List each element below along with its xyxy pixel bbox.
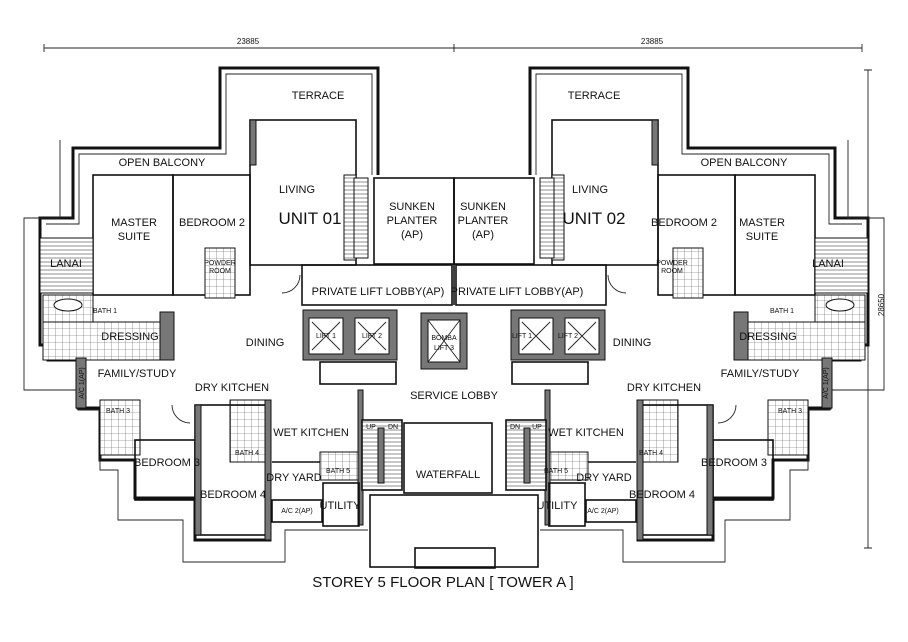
- ac-2-label: A/C 2(AP): [587, 508, 619, 515]
- powder-room-label-2: ROOM: [661, 268, 683, 275]
- bath-3-label: BATH 3: [778, 408, 802, 415]
- dining-label: DINING: [613, 337, 652, 349]
- powder-room-label: POWDER: [204, 260, 236, 267]
- bath-5-label: BATH 5: [326, 468, 350, 475]
- dining-label: DINING: [246, 337, 285, 349]
- ac-1-label: A/C 1(AP): [79, 367, 86, 399]
- bomba-lift-label-2: LIFT 3: [434, 345, 454, 352]
- dry-yard-label: DRY YARD: [266, 472, 321, 484]
- entrance-forecourt: [369, 494, 539, 568]
- open-balcony-label: OPEN BALCONY: [119, 157, 206, 169]
- lift-1-label: LIFT 1: [316, 333, 336, 340]
- terrace-label: TERRACE: [568, 90, 621, 102]
- private-lift-lobby-label: PRIVATE LIFT LOBBY(AP): [451, 286, 584, 298]
- living-label: LIVING: [572, 184, 608, 196]
- powder-room-label: POWDER: [656, 260, 688, 267]
- bedroom-3-label: BEDROOM 3: [701, 457, 767, 469]
- waterfall-label: WATERFALL: [416, 469, 480, 481]
- lift-1-label: LIFT 1: [512, 333, 532, 340]
- unit-01-labels: TERRACE OPEN BALCONY LIVING UNIT 01 SUNK…: [50, 90, 444, 515]
- bath-4-label: BATH 4: [639, 450, 663, 457]
- dimension-right-width: 23885: [641, 37, 664, 46]
- bomba-lift-label: BOMBA: [431, 335, 457, 342]
- wet-kitchen-label: WET KITCHEN: [273, 427, 349, 439]
- service-lobby-label: SERVICE LOBBY: [410, 390, 498, 402]
- bedroom-4-label: BEDROOM 4: [200, 489, 266, 501]
- sunken-planter-label-2: PLANTER: [387, 215, 438, 227]
- waterfall-feature: [403, 422, 493, 494]
- lanai-label: LANAI: [50, 258, 82, 270]
- utility-label: UTILITY: [320, 500, 362, 512]
- terrace-label: TERRACE: [292, 90, 345, 102]
- sunken-planter-label: SUNKEN: [389, 201, 435, 213]
- lift-2-label: LIFT 2: [558, 333, 578, 340]
- dry-kitchen-label: DRY KITCHEN: [627, 382, 701, 394]
- family-study-label: FAMILY/STUDY: [98, 368, 177, 380]
- stair-down-left: DN: [388, 424, 398, 431]
- stair-up-left: UP: [366, 424, 376, 431]
- ac-1-label: A/C 1(AP): [823, 367, 830, 399]
- powder-room-label-2: ROOM: [209, 268, 231, 275]
- dimension-height: 28650: [877, 293, 886, 316]
- sunken-planter-label-2: PLANTER: [458, 215, 509, 227]
- stair-up-right: UP: [532, 424, 542, 431]
- master-suite-label-2: SUITE: [746, 231, 778, 243]
- bath-5-label: BATH 5: [544, 468, 568, 475]
- bedroom-2-label: BEDROOM 2: [179, 217, 245, 229]
- bath-3-label: BATH 3: [106, 408, 130, 415]
- master-suite-label: MASTER: [111, 217, 157, 229]
- bedroom-2-label: BEDROOM 2: [651, 217, 717, 229]
- dry-kitchen-label: DRY KITCHEN: [195, 382, 269, 394]
- plan-title: STOREY 5 FLOOR PLAN [ TOWER A ]: [312, 574, 573, 591]
- sunken-planter-label-3: (AP): [472, 229, 494, 241]
- dressing-label: DRESSING: [101, 331, 158, 343]
- lanai-label: LANAI: [812, 258, 844, 270]
- sunken-planter-label-3: (AP): [401, 229, 423, 241]
- bedroom-3-label: BEDROOM 3: [134, 457, 200, 469]
- family-study-label: FAMILY/STUDY: [721, 368, 800, 380]
- unit-name: UNIT 02: [563, 209, 626, 228]
- entrance-step: [414, 547, 496, 569]
- unit-01-plan: [22, 66, 456, 564]
- unit-name: UNIT 01: [279, 209, 342, 228]
- open-balcony-label: OPEN BALCONY: [701, 157, 788, 169]
- bedroom-4-label: BEDROOM 4: [629, 489, 695, 501]
- dry-yard-label: DRY YARD: [576, 472, 631, 484]
- living-label: LIVING: [279, 184, 315, 196]
- wet-kitchen-label: WET KITCHEN: [548, 427, 624, 439]
- utility-label: UTILITY: [537, 500, 579, 512]
- stair-down-right: DN: [510, 424, 520, 431]
- unit-02-labels: TERRACE OPEN BALCONY LIVING UNIT 02 SUNK…: [451, 90, 844, 515]
- ac-2-label: A/C 2(AP): [281, 508, 313, 515]
- bath-1-label: BATH 1: [770, 308, 794, 315]
- lift-2-label: LIFT 2: [362, 333, 382, 340]
- bath-4-label: BATH 4: [235, 450, 259, 457]
- dressing-label: DRESSING: [739, 331, 796, 343]
- private-lift-lobby-label: PRIVATE LIFT LOBBY(AP): [312, 286, 445, 298]
- master-suite-label-2: SUITE: [118, 231, 150, 243]
- unit-02-plan: [452, 66, 886, 564]
- dimension-left-width: 23885: [237, 37, 260, 46]
- master-suite-label: MASTER: [739, 217, 785, 229]
- bath-1-label: BATH 1: [93, 308, 117, 315]
- sunken-planter-label: SUNKEN: [460, 201, 506, 213]
